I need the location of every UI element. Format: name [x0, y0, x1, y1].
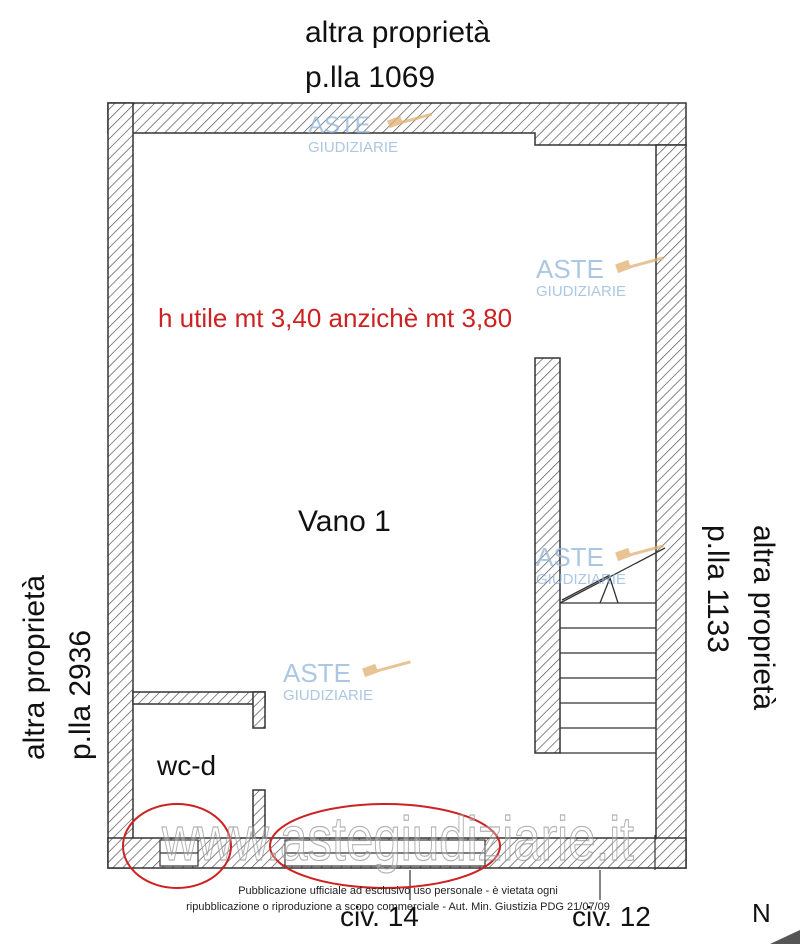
- wc-wall-horizontal: [132, 691, 266, 705]
- watermark-3: ASTE GIUDIZIARIE: [536, 542, 664, 588]
- watermarks: ASTE GIUDIZIARIE ASTE GIUDIZIARIE ASTE G…: [161, 112, 664, 875]
- top-owner-label: altra proprietà: [305, 16, 490, 49]
- svg-text:ASTE: ASTE: [283, 658, 351, 688]
- bottom-openings: [159, 835, 656, 900]
- room-label: Vano 1: [298, 505, 391, 538]
- svg-text:GIUDIZIARIE: GIUDIZIARIE: [536, 571, 626, 588]
- gavel-icon: [362, 660, 411, 678]
- left-owner-label: altra proprietà: [18, 575, 51, 760]
- publication-line-2: ripubblicazione o riproduzione a scopo c…: [186, 901, 610, 913]
- right-wall: [655, 144, 687, 869]
- gavel-icon: [615, 544, 664, 562]
- svg-text:GIUDIZIARIE: GIUDIZIARIE: [283, 687, 373, 704]
- watermark-site: www.astegiudiziarie.it: [161, 805, 634, 874]
- north-arrow-icon: [770, 930, 800, 944]
- staircase: [559, 547, 666, 754]
- watermark-4: ASTE GIUDIZIARIE: [283, 658, 411, 704]
- left-parcel-label: p.lla 2936: [64, 630, 97, 760]
- height-note: h utile mt 3,40 anzichè mt 3,80: [158, 303, 512, 333]
- wc-window-ellipse: [122, 803, 232, 889]
- north-label: N: [752, 898, 771, 928]
- right-parcel-label: p.lla 1133: [701, 525, 734, 653]
- watermark-1: ASTE GIUDIZIARIE: [308, 112, 432, 156]
- publication-line-1: Pubblicazione ufficiale ad esclusivo uso…: [238, 885, 558, 897]
- svg-text:ASTE: ASTE: [536, 254, 604, 284]
- gavel-icon: [615, 256, 664, 274]
- top-parcel-label: p.lla 1069: [305, 61, 435, 94]
- svg-text:GIUDIZIARIE: GIUDIZIARIE: [308, 139, 398, 156]
- gavel-icon: [387, 112, 432, 129]
- left-wall: [107, 102, 134, 869]
- wc-wall-stub-top: [252, 691, 266, 729]
- stair-wall: [534, 357, 561, 754]
- right-owner-label: altra proprietà: [747, 525, 780, 710]
- wc-label: wc-d: [156, 750, 216, 781]
- civ-12-label: civ. 12: [572, 901, 651, 932]
- svg-text:GIUDIZIARIE: GIUDIZIARIE: [536, 283, 626, 300]
- svg-text:ASTE: ASTE: [308, 112, 371, 139]
- entrance-ellipse: [269, 803, 501, 889]
- watermark-2: ASTE GIUDIZIARIE: [536, 254, 664, 300]
- highlight-ellipses: [122, 803, 501, 889]
- civ-14-label: civ. 14: [340, 901, 419, 932]
- svg-text:ASTE: ASTE: [536, 542, 604, 572]
- north-arrow: N: [752, 898, 800, 944]
